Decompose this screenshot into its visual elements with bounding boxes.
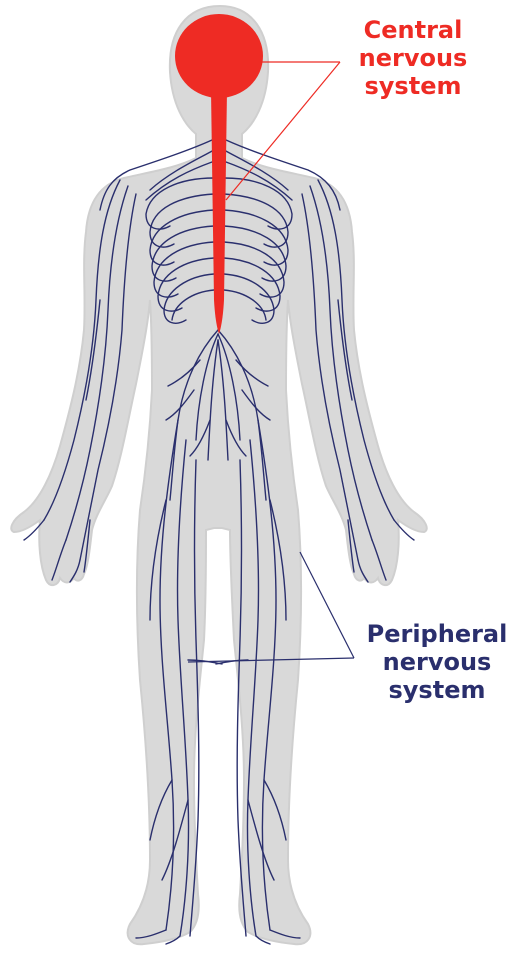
pns-label-line-1: Peripheral	[352, 620, 522, 648]
cns-label-line-3: system	[338, 72, 488, 100]
pns-label-line-2: nervous	[352, 648, 522, 676]
cns-label-line-1: Central	[338, 16, 488, 44]
brain	[175, 14, 263, 98]
cns-label: Central nervous system	[338, 16, 488, 100]
pns-label: Peripheral nervous system	[352, 620, 522, 704]
pns-label-line-3: system	[352, 676, 522, 704]
cns-label-line-2: nervous	[338, 44, 488, 72]
